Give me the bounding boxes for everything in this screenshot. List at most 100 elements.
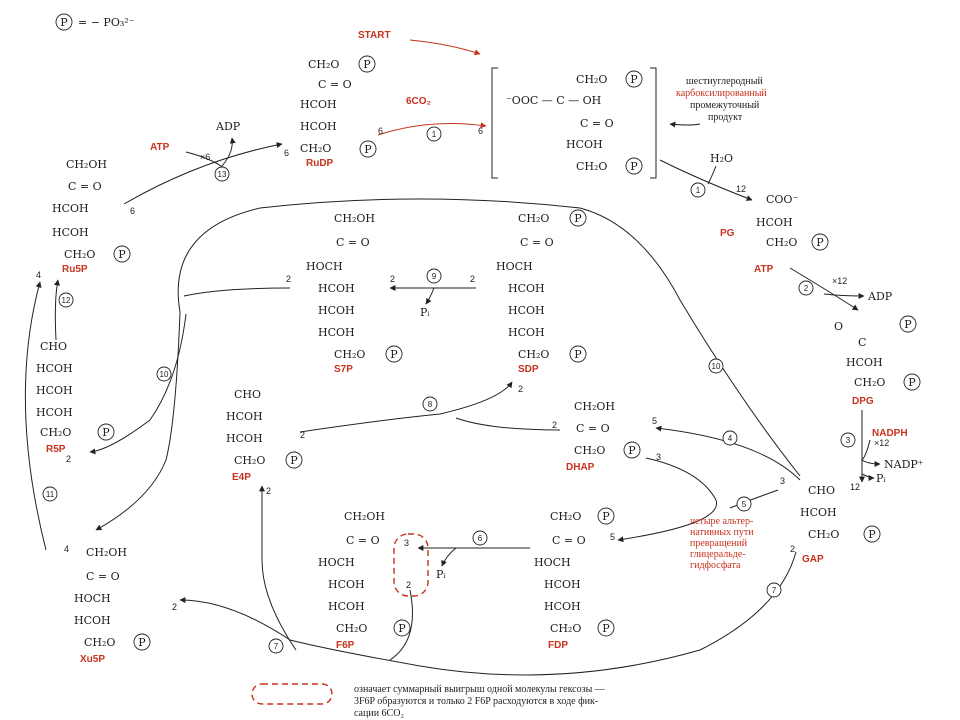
e4p-line-4: CH₂O (234, 454, 265, 467)
ru5p-to-rudp-arrow (123, 142, 283, 205)
count-rudp-in: 6 (378, 126, 383, 136)
s7p-line-7: CH₂O (334, 348, 365, 361)
count-e4p: 2 (300, 430, 305, 440)
count-xu5p: 4 (64, 544, 69, 554)
f6p-label: F6P (336, 640, 355, 651)
svg-text:P: P (602, 622, 610, 635)
gap-line-1: CHO (808, 484, 835, 497)
xu5p-to-ru5p (24, 281, 47, 551)
atp-in (185, 151, 225, 169)
pg-line-2: HCOH (756, 216, 793, 229)
s7p-to-loop (183, 287, 291, 297)
dpg-line-2: C (858, 336, 866, 349)
x12a: ×12 (832, 276, 847, 286)
alt-note-1: четыре альтер- (690, 516, 753, 527)
molecule-gap: CHO HCOH CH₂O P GAP (800, 484, 881, 565)
fdp-line-6: CH₂O (550, 622, 581, 635)
svg-text:P: P (630, 160, 638, 173)
h2o: H₂O (710, 152, 733, 165)
xu5p-line-4: HCOH (74, 614, 111, 627)
count-9a: 2 (390, 274, 395, 284)
molecule-pg: COO⁻ HCOH CH₂O P PG (720, 193, 829, 251)
nadp-out (861, 439, 881, 467)
step-10b: 10 (712, 362, 721, 371)
xu5p-line-1: CH₂OH (86, 546, 127, 559)
sdp-line-1: CH₂O (518, 212, 549, 225)
carboxylation-arrow (377, 122, 487, 136)
s7p-line-4: HCOH (318, 282, 355, 295)
x6: ×6 (200, 152, 210, 162)
h2o-branch (707, 165, 717, 185)
molecule-dhap: CH₂OH C = O CH₂O P DHAP (566, 400, 641, 473)
bottom-note-3: сации 6CO₂ (354, 708, 404, 719)
svg-text:P: P (908, 376, 916, 389)
xu5p-line-5: CH₂O (84, 636, 115, 649)
molecule-s7p: CH₂OH C = O HOCH HCOH HCOH HCOH CH₂O P S… (306, 212, 403, 375)
xu5p-line-3: HOCH (74, 592, 111, 605)
sdp-line-3: HOCH (496, 260, 533, 273)
step-1b: 1 (696, 186, 701, 195)
svg-text:P: P (363, 58, 371, 71)
fdp-line-5: HCOH (544, 600, 581, 613)
alt-note-3: превращений (690, 538, 748, 549)
sdp-line-6: HCOH (508, 326, 545, 339)
xu5p-line-2: C = O (86, 570, 120, 583)
r5p-line-5: CH₂O (40, 426, 71, 439)
e4p-line-1: CHO (234, 388, 261, 401)
adp1: ADP (215, 120, 241, 133)
e4p-label: E4P (232, 472, 251, 483)
to-e4p (259, 485, 297, 651)
dhap-line-3: CH₂O (574, 444, 605, 457)
step-6: 6 (478, 534, 483, 543)
int-note-2: карбоксилированный (676, 88, 767, 99)
rudp-line-1: CH₂O (308, 58, 339, 71)
f6p-line-2: C = O (346, 534, 380, 547)
molecule-dpg: O C P HCOH CH₂O P DPG (834, 315, 921, 407)
fdp-line-3: HOCH (534, 556, 571, 569)
f6p-line-1: CH₂OH (344, 510, 385, 523)
count-e4p-7: 2 (266, 486, 271, 496)
ru5p-line-1: CH₂OH (66, 158, 107, 171)
legend-dashed-box (251, 683, 333, 705)
count-ru5p-out: 6 (130, 206, 135, 216)
pi1: Pᵢ (876, 472, 886, 485)
svg-text:P: P (904, 318, 912, 331)
step-5: 5 (742, 500, 747, 509)
r5p-line-4: HCOH (36, 406, 73, 419)
ru5p-line-3: HCOH (52, 202, 89, 215)
pg-line-3: CH₂O (766, 236, 797, 249)
step-13: 13 (218, 170, 227, 179)
r5p-line-3: HCOH (36, 384, 73, 397)
count-rudp: 6 (284, 148, 289, 158)
adp-out1 (221, 137, 236, 167)
step-9: 9 (432, 272, 437, 281)
step-4: 4 (728, 434, 733, 443)
count-9b: 2 (470, 274, 475, 284)
count-gap: 12 (850, 482, 860, 492)
step-3: 3 (846, 436, 851, 445)
svg-text:P: P (574, 212, 582, 225)
svg-text:P: P (364, 143, 372, 156)
svg-text:P: P (138, 636, 146, 649)
phosphate-symbol (55, 13, 73, 31)
dhap-to-sdp (455, 417, 561, 431)
phosphorylation-arrow (789, 267, 859, 311)
alt-note-5: гидфосфата (690, 560, 741, 571)
svg-text:P: P (628, 444, 636, 457)
f6p-line-6: CH₂O (336, 622, 367, 635)
s7p-label: S7P (334, 364, 353, 375)
dhap-to-fdp (617, 457, 718, 543)
hexose-gain-highlight (393, 533, 429, 597)
step-8: 8 (428, 400, 433, 409)
gap-to-xu5p (179, 551, 797, 676)
rudp-line-4: HCOH (300, 120, 337, 133)
rudp-line-3: HCOH (300, 98, 337, 111)
alt-note-4: глицеральде- (690, 549, 746, 560)
adp-out (823, 292, 865, 299)
intermediate-note: шестиуглеродный карбоксилированный проме… (676, 76, 767, 123)
fdp-line-4: HCOH (544, 578, 581, 591)
ru5p-label: Ru5P (62, 264, 88, 275)
molecule-r5p: CHO HCOH HCOH HCOH CH₂O P R5P (36, 340, 115, 455)
molecule-e4p: CHO HCOH HCOH CH₂O P E4P (226, 388, 303, 483)
